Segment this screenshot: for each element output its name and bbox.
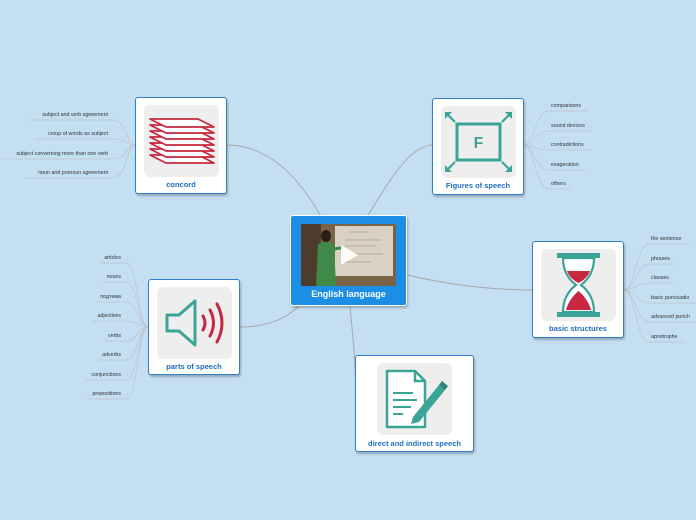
subtopic-item[interactable]: basic punctuatio [651,295,690,301]
hourglass-icon [557,253,600,317]
topic-basic-structures[interactable]: basic structures [532,241,624,338]
svg-text:F: F [474,135,484,152]
subtopic-item[interactable]: advanced punch [651,314,690,320]
topic-concord-label: concord [166,180,196,189]
topic-parts-label: parts of speech [166,362,222,371]
figure-f-frame-icon: F [445,112,512,172]
subtopic-item[interactable]: adverbs [102,352,121,358]
play-icon[interactable] [339,244,359,266]
subtopic-item[interactable]: exageration [551,162,579,168]
topic-figures-label: Figures of speech [445,181,511,190]
document-pen-icon [385,369,448,429]
subtopic-item[interactable]: subject and verb agreement [42,112,108,118]
stacked-layers-icon [149,118,215,164]
subtopic-item[interactable]: others [551,181,566,187]
topic-direct-indirect-speech[interactable]: direct and indirect speech [355,355,474,452]
subtopic-item[interactable]: croup of words as subject [47,131,108,137]
central-topic-label: English language [311,289,386,299]
subtopic-item[interactable]: conjunctions [91,372,121,378]
subtopic-item[interactable]: apostrophe [651,334,678,340]
subtopic-item[interactable]: contradictions [551,142,584,148]
subtopic-item[interactable]: articles [104,255,121,261]
video-thumbnail[interactable] [301,224,396,286]
subtopic-item[interactable]: noun and pronoun agreement [38,170,108,176]
subtopic-item[interactable]: подтема [100,294,121,300]
subtopic-item[interactable]: prepositions [92,391,121,397]
subtopic-item[interactable]: nouns [106,274,121,280]
subtopic-item[interactable]: sound devices [551,123,585,129]
topic-parts-of-speech[interactable]: parts of speech [148,279,240,375]
subtopic-item[interactable]: adjectives [97,313,121,319]
central-topic[interactable]: English language [290,215,407,306]
speaker-icon [165,299,224,347]
subtopic-item[interactable]: verbs [108,333,121,339]
topic-direct-label: direct and indirect speech [368,439,461,448]
topic-figures-of-speech[interactable]: F Figures of speech [432,98,524,195]
subtopic-item[interactable]: comparisons [551,103,582,109]
subtopic-item[interactable]: the sentence [651,236,682,242]
subtopic-item[interactable]: clauses [651,275,669,281]
subtopic-item[interactable]: phrases [651,256,670,262]
topic-basic-label: basic structures [549,324,607,333]
topic-concord[interactable]: concord [135,97,227,194]
subtopic-item[interactable]: subject converning more than one verb [16,151,108,157]
